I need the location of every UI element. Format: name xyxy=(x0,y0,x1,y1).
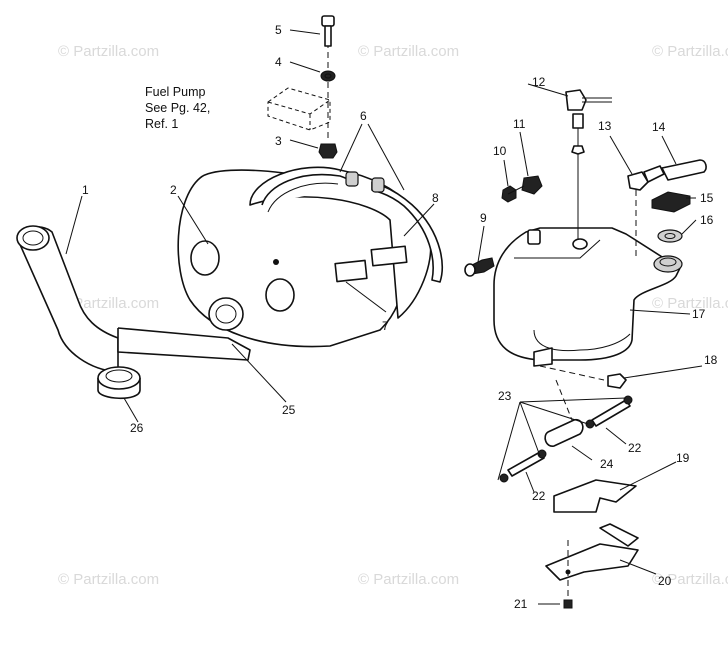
part-1-filler-hose xyxy=(16,225,119,373)
leader-lines xyxy=(65,29,703,605)
watermark-7: © Partzilla.com xyxy=(358,571,459,588)
callout-17: 17 xyxy=(692,307,706,321)
note-line-2: See Pg. 42, xyxy=(145,101,210,115)
watermark-8: © Partzilla.com xyxy=(652,571,728,588)
callout-21: 21 xyxy=(514,597,528,611)
callout-11: 11 xyxy=(513,117,526,131)
note-line-1: Fuel Pump xyxy=(145,85,205,99)
watermarks: © Partzilla.com © Partzilla.com © Partzi… xyxy=(58,43,728,588)
callout-23: 23 xyxy=(498,389,512,403)
callout-25: 25 xyxy=(282,403,296,417)
callout-26: 26 xyxy=(130,421,144,435)
callout-18: 18 xyxy=(704,353,718,367)
watermark-6: © Partzilla.com xyxy=(58,571,159,588)
callout-5: 5 xyxy=(275,23,282,37)
callout-24: 24 xyxy=(600,457,614,471)
callout-13: 13 xyxy=(598,119,612,133)
note-line-3: Ref. 1 xyxy=(145,117,178,131)
parts-19-21-brackets xyxy=(545,479,639,609)
callout-14: 14 xyxy=(652,120,666,134)
part-12-sender xyxy=(565,89,612,240)
watermark-5: © Partzilla.com xyxy=(652,295,728,312)
watermark-4: © Partzilla.com xyxy=(58,295,159,312)
callout-3: 3 xyxy=(275,134,282,148)
callout-6: 6 xyxy=(360,109,367,123)
callout-22-upper: 22 xyxy=(628,441,642,455)
watermark-3: © Partzilla.com xyxy=(652,43,728,60)
callout-1: 1 xyxy=(82,183,89,197)
parts-3-4-5-fitting-stack xyxy=(318,15,338,159)
callout-20: 20 xyxy=(658,574,672,588)
callout-12: 12 xyxy=(532,75,546,89)
callout-2: 2 xyxy=(170,183,177,197)
callout-7: 7 xyxy=(382,319,389,333)
callout-15: 15 xyxy=(700,191,714,205)
parts-13-16-cap-assembly xyxy=(627,159,707,258)
part-17-oil-tank xyxy=(493,227,683,367)
callout-16: 16 xyxy=(700,213,714,227)
fuel-pump-reference xyxy=(267,87,331,131)
watermark-2: © Partzilla.com xyxy=(358,43,459,60)
callout-8: 8 xyxy=(432,191,439,205)
part-2-tank xyxy=(177,166,432,348)
callout-4: 4 xyxy=(275,55,282,69)
part-26-grommet xyxy=(97,366,141,400)
part-6-hoses xyxy=(261,171,444,283)
callout-9: 9 xyxy=(480,211,487,225)
part-18-fitting xyxy=(539,365,627,389)
callout-19: 19 xyxy=(676,451,690,465)
callout-22-lower: 22 xyxy=(532,489,546,503)
callout-10: 10 xyxy=(493,144,507,158)
watermark-1: © Partzilla.com xyxy=(58,43,159,60)
parts-9-10-11-fittings xyxy=(464,175,543,277)
fuel-pump-note: Fuel Pump See Pg. 42, Ref. 1 xyxy=(145,85,210,131)
callouts: 1 2 3 4 5 6 7 8 9 10 11 12 13 14 15 16 1… xyxy=(82,23,718,611)
part-25-bracket xyxy=(117,327,251,361)
